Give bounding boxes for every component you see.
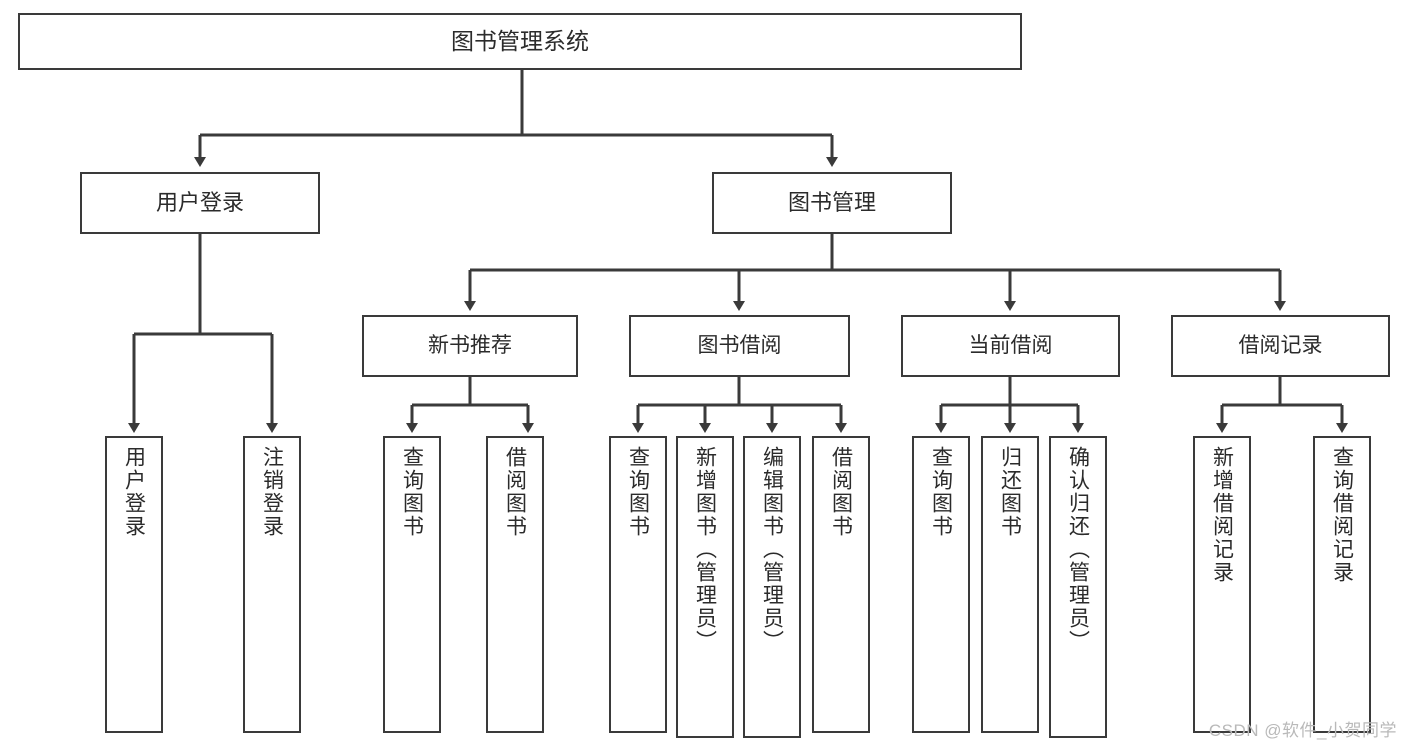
node-leaf-add-book-label: 新增图书（管理员） (693, 446, 717, 653)
node-leaf-add-record-label: 新增借阅记录 (1210, 446, 1234, 584)
node-leaf-add-book[interactable]: 新增图书（管理员） (676, 436, 734, 738)
node-borrow-record-label: 借阅记录 (1238, 333, 1323, 357)
node-leaf-logout-label: 注销登录 (260, 446, 284, 538)
node-leaf-edit-book-label: 编辑图书（管理员） (760, 446, 784, 653)
node-current-borrow[interactable]: 当前借阅 (901, 315, 1120, 377)
node-leaf-user-login[interactable]: 用户登录 (105, 436, 163, 733)
node-user-login-label: 用户登录 (155, 190, 244, 216)
node-leaf-add-record[interactable]: 新增借阅记录 (1193, 436, 1251, 733)
node-leaf-borrow-book-2-label: 借阅图书 (829, 446, 853, 538)
csdn-watermark: CSDN @软件_小贺同学 (1208, 721, 1397, 740)
node-leaf-query-record-label: 查询借阅记录 (1330, 446, 1354, 584)
node-leaf-user-login-label: 用户登录 (122, 446, 146, 538)
node-leaf-borrow-book-1-label: 借阅图书 (503, 446, 527, 538)
node-leaf-query-book-2-label: 查询图书 (626, 446, 650, 538)
node-leaf-edit-book[interactable]: 编辑图书（管理员） (743, 436, 801, 738)
node-leaf-query-book-1-label: 查询图书 (400, 446, 424, 538)
node-leaf-borrow-book-2[interactable]: 借阅图书 (812, 436, 870, 733)
node-leaf-return-book[interactable]: 归还图书 (981, 436, 1039, 733)
node-leaf-query-book-3[interactable]: 查询图书 (912, 436, 970, 733)
node-book-borrow-label: 图书借阅 (697, 333, 782, 357)
node-leaf-query-book-3-label: 查询图书 (929, 446, 953, 538)
node-book-borrow[interactable]: 图书借阅 (629, 315, 850, 377)
node-book-manage-label: 图书管理 (787, 190, 876, 216)
node-user-login[interactable]: 用户登录 (80, 172, 320, 234)
node-leaf-query-book-1[interactable]: 查询图书 (383, 436, 441, 733)
node-leaf-return-book-label: 归还图书 (998, 446, 1022, 538)
node-leaf-logout[interactable]: 注销登录 (243, 436, 301, 733)
node-leaf-borrow-book-1[interactable]: 借阅图书 (486, 436, 544, 733)
node-book-manage[interactable]: 图书管理 (712, 172, 952, 234)
node-new-book-recommendation[interactable]: 新书推荐 (362, 315, 578, 377)
node-leaf-query-book-2[interactable]: 查询图书 (609, 436, 667, 733)
node-leaf-confirm-return[interactable]: 确认归还（管理员） (1049, 436, 1107, 738)
node-leaf-confirm-return-label: 确认归还（管理员） (1066, 446, 1090, 653)
node-root[interactable]: 图书管理系统 (18, 13, 1022, 70)
node-root-label: 图书管理系统 (451, 27, 589, 54)
node-new-book-recommendation-label: 新书推荐 (428, 333, 512, 357)
node-borrow-record[interactable]: 借阅记录 (1171, 315, 1390, 377)
node-current-borrow-label: 当前借阅 (968, 333, 1053, 357)
node-leaf-query-record[interactable]: 查询借阅记录 (1313, 436, 1371, 733)
